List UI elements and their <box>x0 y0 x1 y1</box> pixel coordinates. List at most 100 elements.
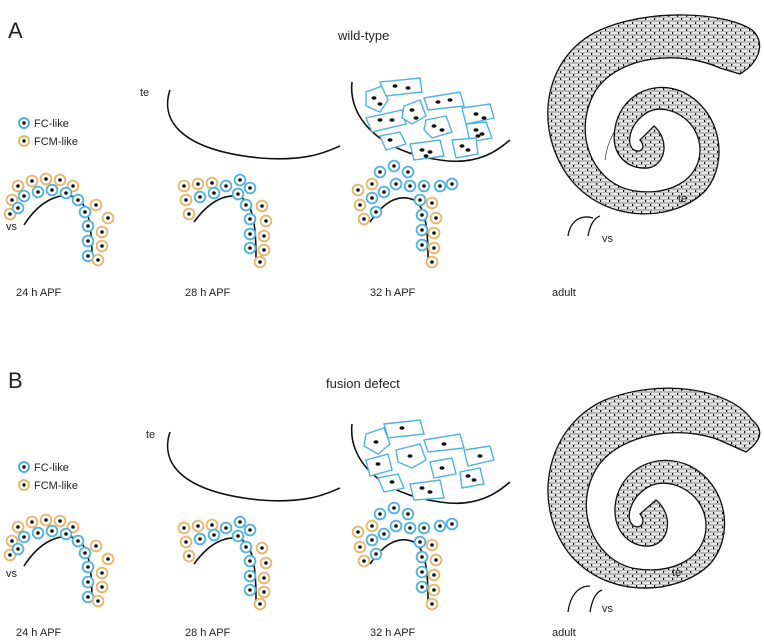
fcm-like-cell <box>255 199 269 213</box>
legend-fc-label: FC-like <box>34 462 69 474</box>
fc-like-cell <box>71 193 85 207</box>
adult-testis-spiral <box>547 14 761 237</box>
fc-like-cell <box>17 530 31 544</box>
fcm-like-cell <box>425 255 439 269</box>
fc-like-cell <box>78 546 92 560</box>
te-label: te <box>146 429 155 441</box>
myotube-cluster <box>365 77 495 161</box>
myotube <box>365 85 389 113</box>
fcm-like-cell <box>255 541 269 555</box>
myotube <box>409 479 445 501</box>
fc-like-cell <box>31 526 45 540</box>
myotube <box>401 99 427 125</box>
fcm-like-cell <box>429 553 443 567</box>
fcm-like-cell <box>351 183 365 197</box>
cell-cluster <box>3 172 115 267</box>
legend-fc-label: FC-like <box>34 118 69 130</box>
fcm-like-cell <box>257 229 271 243</box>
fcm-like-cell <box>91 594 105 608</box>
myotube <box>451 137 479 159</box>
panel-b: B fusion defect FC-like FCM-like vs te <box>3 368 761 639</box>
fcm-like-cell <box>365 519 379 533</box>
myotube <box>363 427 391 455</box>
legend-fc-swatch <box>18 117 30 129</box>
myotube <box>383 419 425 439</box>
fc-like-cell <box>59 527 73 541</box>
fc-like-cell <box>415 550 429 564</box>
stage-label: 24 h APF <box>16 627 62 639</box>
fc-like-cell <box>373 507 387 521</box>
fcm-like-cell <box>427 568 441 582</box>
fcm-like-cell <box>179 535 193 549</box>
te-label: te <box>140 87 149 99</box>
fc-like-cell <box>417 179 431 193</box>
myotube <box>409 139 445 161</box>
myotube <box>395 443 427 469</box>
stage-24h-diagram <box>3 172 115 267</box>
cell-cluster <box>177 515 273 611</box>
stage-32h-diagram <box>350 77 511 269</box>
fc-like-cell <box>365 191 379 205</box>
fc-like-cell <box>231 187 245 201</box>
fc-like-cell <box>415 208 429 222</box>
cell-cluster <box>351 501 459 611</box>
fc-like-cell <box>243 583 257 597</box>
vs-label: vs <box>602 603 614 615</box>
fc-like-cell <box>207 528 221 542</box>
fc-like-cell <box>243 212 257 226</box>
stage-label: 24 h APF <box>16 287 62 299</box>
fc-like-cell <box>11 201 25 215</box>
fcm-like-cell <box>253 255 267 269</box>
myotube <box>365 453 393 477</box>
legend-fcm-swatch <box>18 479 30 491</box>
myotube <box>461 103 495 125</box>
fcm-like-cell <box>425 538 439 552</box>
fc-like-cell <box>401 507 415 521</box>
fc-like-cell <box>243 523 257 537</box>
fcm-like-cell <box>205 176 219 190</box>
fc-like-cell <box>413 193 427 207</box>
fc-like-cell <box>219 521 233 535</box>
fc-like-cell <box>193 532 207 546</box>
myotube <box>459 467 485 489</box>
legend-fcm-swatch <box>18 135 30 147</box>
fcm-like-cell <box>257 585 271 599</box>
fcm-like-cell <box>427 583 441 597</box>
fc-like-cell <box>445 177 459 191</box>
stage-28h-diagram <box>166 431 341 611</box>
te-label: te <box>672 567 681 579</box>
fcm-like-cell <box>53 514 67 528</box>
stage-28h-diagram <box>166 89 341 269</box>
myotube <box>465 121 493 143</box>
fcm-like-cell <box>353 198 367 212</box>
fc-like-cell <box>243 227 257 241</box>
fc-like-cell <box>415 223 429 237</box>
fcm-like-cell <box>25 174 39 188</box>
stage-label: 28 h APF <box>185 287 231 299</box>
fc-like-cell <box>369 547 383 561</box>
stage-32h-diagram <box>350 419 511 611</box>
fcm-like-cell <box>95 225 109 239</box>
myotube <box>463 445 495 467</box>
fcm-like-cell <box>427 241 441 255</box>
fcm-like-cell <box>259 214 273 228</box>
fcm-like-cell <box>95 580 109 594</box>
fcm-like-cell <box>429 211 443 225</box>
fc-like-cell <box>377 185 391 199</box>
fc-like-cell <box>243 554 257 568</box>
fcm-like-cell <box>365 177 379 191</box>
fc-like-cell <box>389 519 403 533</box>
fc-like-cell <box>415 580 429 594</box>
fc-like-cell <box>207 186 221 200</box>
fc-like-cell <box>365 533 379 547</box>
cell-cluster <box>3 513 115 608</box>
fcm-like-cell <box>95 239 109 253</box>
fcm-like-cell <box>3 548 17 562</box>
fcm-like-cell <box>425 597 439 611</box>
adult-testis-spiral <box>547 387 761 613</box>
legend: FC-like FCM-like <box>18 461 78 492</box>
fc-like-cell <box>415 238 429 252</box>
fc-like-cell <box>415 565 429 579</box>
fcm-like-cell <box>39 172 53 186</box>
panel-letter: B <box>8 368 23 393</box>
